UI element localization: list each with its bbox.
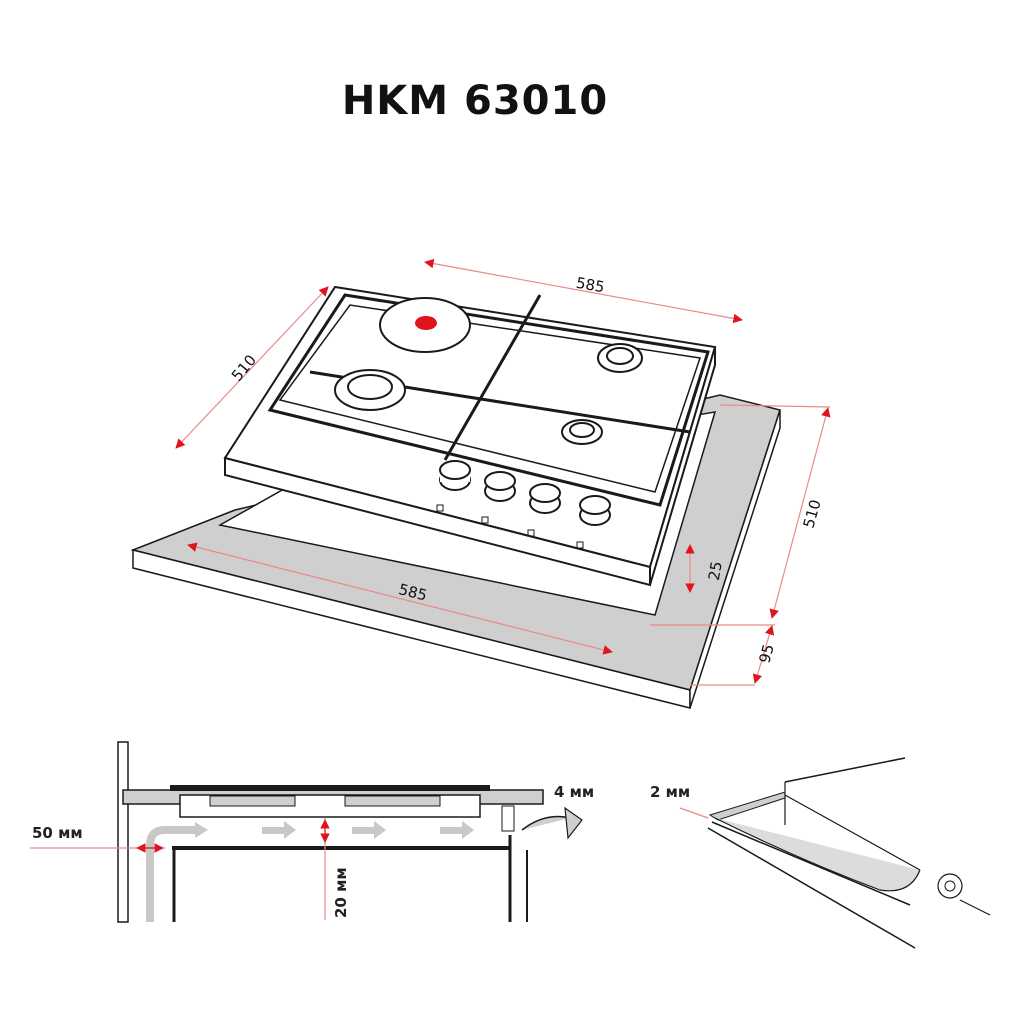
dim-top-depth: 510 [228, 351, 260, 385]
label-seal-thickness: 2 мм [650, 783, 690, 801]
control-knobs [436, 460, 611, 549]
seal-detail [679, 757, 991, 949]
hotplate-red-dot [415, 316, 437, 330]
hob-body [223, 285, 717, 587]
dim-top-width: 585 [575, 274, 606, 297]
label-vent-gap: 4 мм [554, 783, 594, 801]
dimension-lines [175, 258, 831, 686]
model-title: HKM 63010 [341, 78, 609, 124]
dim-height: 25 [705, 560, 726, 582]
installation-section [30, 741, 583, 923]
label-air-gap: 20 мм [332, 867, 350, 918]
dim-front-margin: 95 [755, 642, 777, 665]
label-wall-gap: 50 мм [32, 824, 83, 842]
